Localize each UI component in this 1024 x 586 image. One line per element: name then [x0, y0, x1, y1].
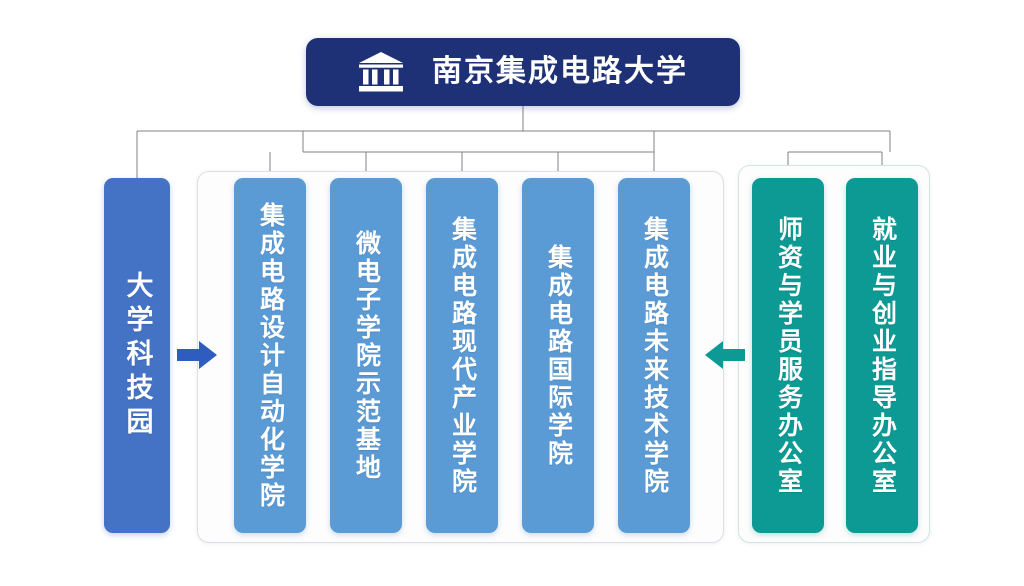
node-college-3[interactable]: 集成电路现代产业学院 [426, 178, 498, 533]
node-college-1[interactable]: 集成电路设计自动化学院 [234, 178, 306, 533]
node-college-4[interactable]: 集成电路国际学院 [522, 178, 594, 533]
node-college-2-label: 微电子学院示范基地 [352, 229, 381, 482]
node-office-1-label: 师资与学员服务办公室 [774, 215, 803, 496]
node-college-5-label: 集成电路未来技术学院 [640, 215, 669, 496]
node-college-2[interactable]: 微电子学院示范基地 [330, 178, 402, 533]
node-college-1-label: 集成电路设计自动化学院 [256, 201, 285, 510]
arrow-right-icon [177, 341, 217, 369]
arrow-left-icon [705, 341, 745, 369]
bank-building-icon [359, 52, 403, 92]
node-college-3-label: 集成电路现代产业学院 [448, 215, 477, 496]
node-office-2-label: 就业与创业指导办公室 [868, 215, 897, 496]
node-college-4-label: 集成电路国际学院 [544, 243, 573, 468]
node-science-park-label: 大学科技园 [122, 270, 153, 441]
node-office-2[interactable]: 就业与创业指导办公室 [846, 178, 918, 533]
node-science-park[interactable]: 大学科技园 [104, 178, 170, 533]
node-office-1[interactable]: 师资与学员服务办公室 [752, 178, 824, 533]
root-node-label: 南京集成电路大学 [432, 55, 688, 88]
root-node-university[interactable]: 南京集成电路大学 [306, 38, 740, 106]
node-college-5[interactable]: 集成电路未来技术学院 [618, 178, 690, 533]
